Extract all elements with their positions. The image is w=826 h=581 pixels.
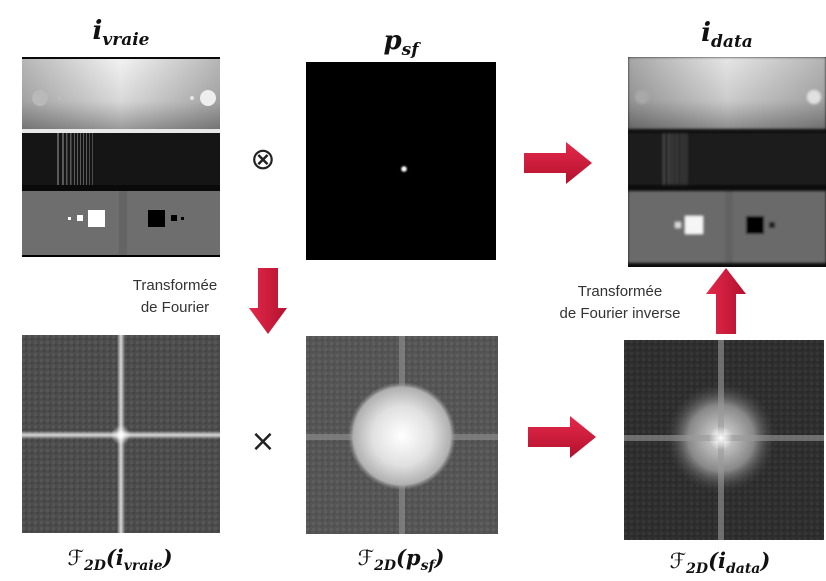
arrow-right-bottom-icon xyxy=(528,416,596,458)
arrow-down-icon xyxy=(249,268,287,334)
label-fourier-true: ℱ2D(ivraie) xyxy=(67,545,173,575)
multiplication-operator: × xyxy=(250,424,276,459)
psf-image xyxy=(306,62,496,260)
arrow-right-top-icon xyxy=(524,142,592,184)
convolution-operator: ⊗ xyxy=(250,142,276,177)
forward-fourier-note: Transformée de Fourier xyxy=(132,277,218,316)
label-fourier-psf: ℱ2D(psf) xyxy=(357,545,445,575)
fourier-spectrum-data xyxy=(624,340,824,540)
label-fourier-data: ℱ2D(idata) xyxy=(669,548,771,578)
inverse-fourier-note: Transformée de Fourier inverse xyxy=(559,283,681,322)
title-i-data: idata xyxy=(701,18,753,53)
arrow-up-icon xyxy=(706,268,746,334)
fourier-spectrum-psf xyxy=(306,336,498,534)
phantom-image-true xyxy=(22,57,220,257)
title-p-sf: psf xyxy=(383,26,419,61)
title-i-vraie: ivraie xyxy=(92,16,150,51)
fourier-spectrum-true xyxy=(22,335,220,533)
phantom-image-data xyxy=(628,57,826,267)
